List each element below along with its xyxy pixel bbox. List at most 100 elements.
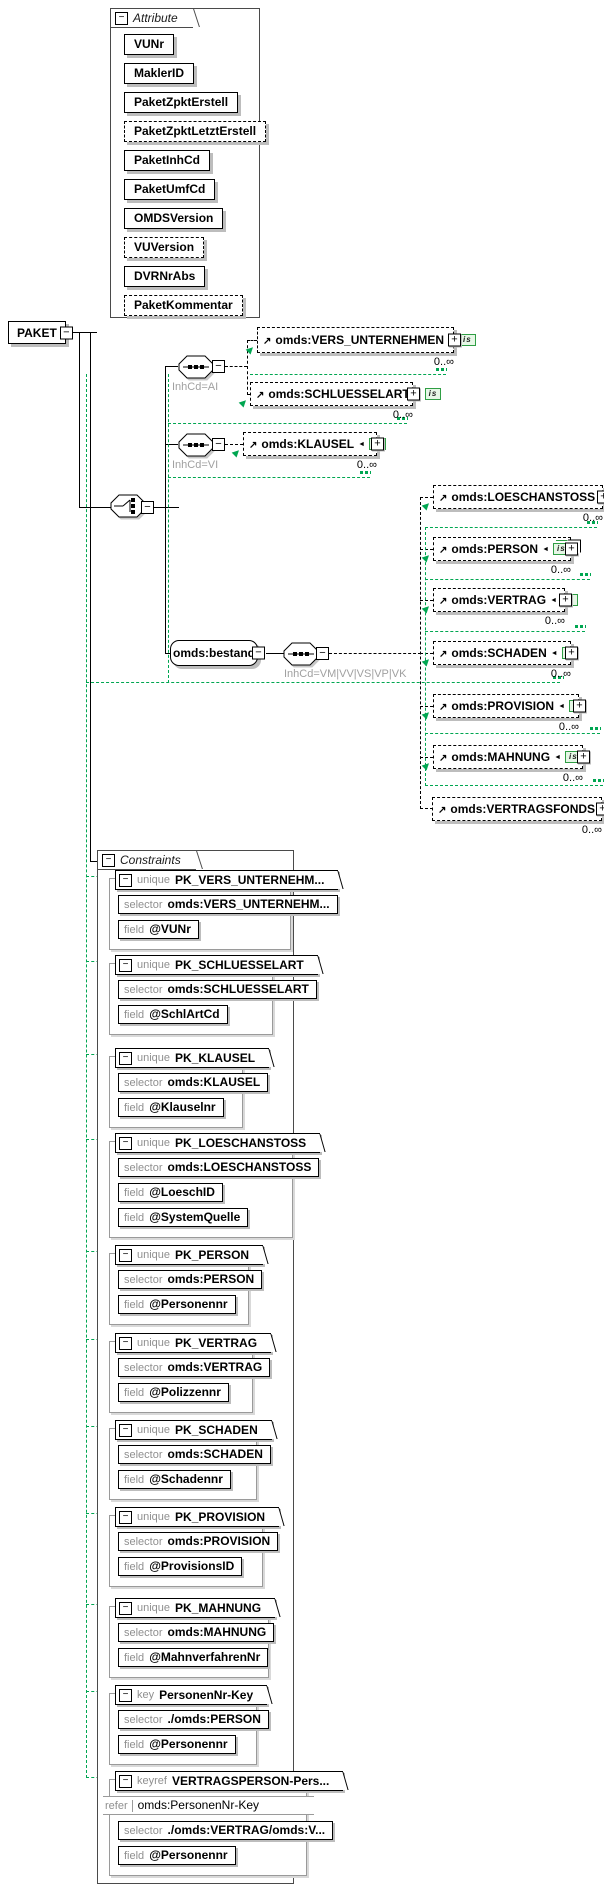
field-row[interactable]: field@SystemQuelle — [118, 1208, 249, 1227]
selector-row[interactable]: selector./omds:VERTRAG/omds:V... — [118, 1821, 334, 1840]
constraints-panel-tab[interactable]: − Constraints — [97, 850, 196, 870]
sequence-compositor[interactable] — [283, 642, 319, 671]
collapse-minus-icon[interactable]: − — [119, 1248, 132, 1262]
field-row[interactable]: field@Personennr — [118, 1295, 236, 1314]
collapse-minus-icon[interactable]: − — [212, 360, 225, 373]
collapse-minus-icon[interactable]: − — [141, 501, 154, 514]
selector-row[interactable]: selector./omds:PERSON — [118, 1710, 269, 1729]
element-box[interactable]: ↗omds:PERSON◄is+ — [433, 537, 578, 561]
element-box[interactable]: ↗omds:PROVISION◄is+ — [433, 694, 586, 718]
attribute-item[interactable]: MaklerID — [124, 63, 195, 84]
element-box[interactable]: ↗omds:VERTRAG◄is+ — [433, 588, 578, 612]
collapse-minus-icon[interactable]: − — [212, 438, 225, 451]
field-row[interactable]: field@Personennr — [118, 1846, 236, 1865]
element-box[interactable]: ↗omds:VERTRAGSFONDS+ — [432, 797, 604, 821]
expand-plus-icon[interactable]: + — [371, 437, 384, 451]
collapse-minus-icon[interactable]: − — [119, 1774, 132, 1788]
attribute-item[interactable]: PaketKommentar — [124, 295, 243, 316]
collapse-minus-icon[interactable]: − — [115, 11, 128, 25]
field-row[interactable]: field@SchlArtCd — [118, 1005, 228, 1024]
attribute-item[interactable]: PaketZpktErstell — [124, 92, 239, 113]
field-row[interactable]: field@Polizzennr — [118, 1383, 229, 1402]
collapse-minus-icon[interactable]: − — [119, 1136, 132, 1150]
expand-plus-icon[interactable]: + — [559, 593, 572, 607]
collapse-minus-icon[interactable]: − — [119, 1423, 132, 1437]
element-box[interactable]: ↗omds:MAHNUNG◄is+ — [433, 745, 590, 769]
field-row[interactable]: field@Schadennr — [118, 1470, 231, 1489]
field-row[interactable]: field@MahnverfahrenNr — [118, 1648, 269, 1667]
field-row[interactable]: field@ProvisionsID — [118, 1557, 243, 1576]
collapse-minus-icon[interactable]: − — [59, 326, 73, 339]
collapse-minus-icon[interactable]: − — [119, 958, 132, 972]
attribute-item[interactable]: DVRNrAbs — [124, 266, 206, 287]
collapse-minus-icon[interactable]: − — [119, 1601, 132, 1615]
expand-plus-icon[interactable]: + — [448, 333, 461, 347]
collapse-minus-icon[interactable]: − — [252, 646, 265, 660]
expand-plus-icon[interactable]: + — [597, 490, 604, 504]
collapse-minus-icon[interactable]: − — [119, 1688, 132, 1702]
field-row[interactable]: field@Personennr — [118, 1735, 236, 1754]
choice-compositor[interactable] — [110, 494, 146, 523]
attribute-item[interactable]: PaketInhCd — [124, 150, 211, 171]
collapse-minus-icon[interactable]: − — [119, 1051, 132, 1065]
field-row[interactable]: field@Klauselnr — [118, 1098, 224, 1117]
sequence-compositor[interactable] — [178, 355, 214, 384]
expand-plus-icon[interactable]: + — [577, 750, 590, 764]
attributes-panel-tab[interactable]: − Attribute — [110, 8, 193, 28]
attribute-item[interactable]: OMDSVersion — [124, 208, 224, 229]
expand-plus-icon[interactable]: + — [565, 542, 578, 556]
element-box[interactable]: ↗omds:SCHLUESSELART◄is+ — [250, 382, 442, 406]
collapse-minus-icon[interactable]: − — [316, 647, 329, 660]
attribute-item[interactable]: VUVersion — [124, 237, 205, 258]
expand-plus-icon[interactable]: + — [573, 699, 586, 713]
collapse-minus-icon[interactable]: − — [102, 853, 115, 867]
attribute-item[interactable]: PaketZpktLetztErstell — [124, 121, 267, 142]
expand-plus-icon[interactable]: + — [407, 387, 420, 401]
sequence-compositor[interactable] — [178, 433, 214, 462]
element-box[interactable]: ↗omds:SCHADEN◄is+ — [433, 641, 579, 665]
expand-plus-icon[interactable]: + — [565, 646, 578, 660]
attribute-item[interactable]: PaketUmfCd — [124, 179, 216, 200]
expand-plus-icon[interactable]: + — [596, 802, 604, 816]
collapse-minus-icon[interactable]: − — [119, 873, 132, 887]
root-element[interactable]: PAKET − — [8, 321, 73, 344]
element-box[interactable]: ↗omds:LOESCHANSTOSS◄is+ — [433, 485, 604, 509]
collapse-minus-icon[interactable]: − — [119, 1336, 132, 1350]
field-row[interactable]: field@VUNr — [118, 920, 199, 939]
element-box[interactable]: ↗omds:KLAUSEL◄is+ — [243, 432, 386, 456]
element-box[interactable]: ↗omds:VERS_UNTERNEHMEN◄is+ — [257, 327, 476, 353]
attribute-item[interactable]: VUNr — [124, 34, 175, 55]
collapse-minus-icon[interactable]: − — [119, 1510, 132, 1524]
